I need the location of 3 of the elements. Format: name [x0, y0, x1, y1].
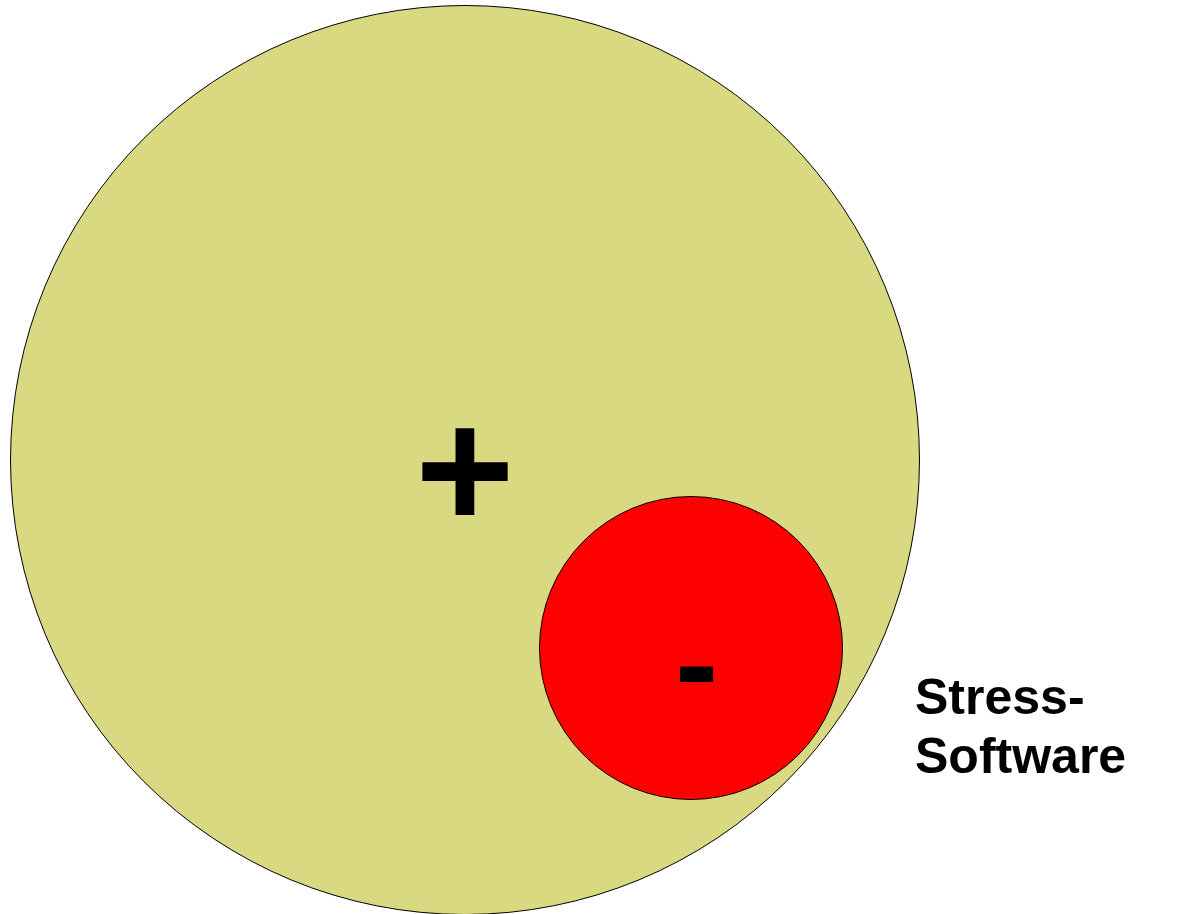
side-label: Stress-Software: [915, 668, 1128, 786]
plus-sign: +: [415, 384, 515, 555]
minus-sign: -: [674, 597, 719, 728]
